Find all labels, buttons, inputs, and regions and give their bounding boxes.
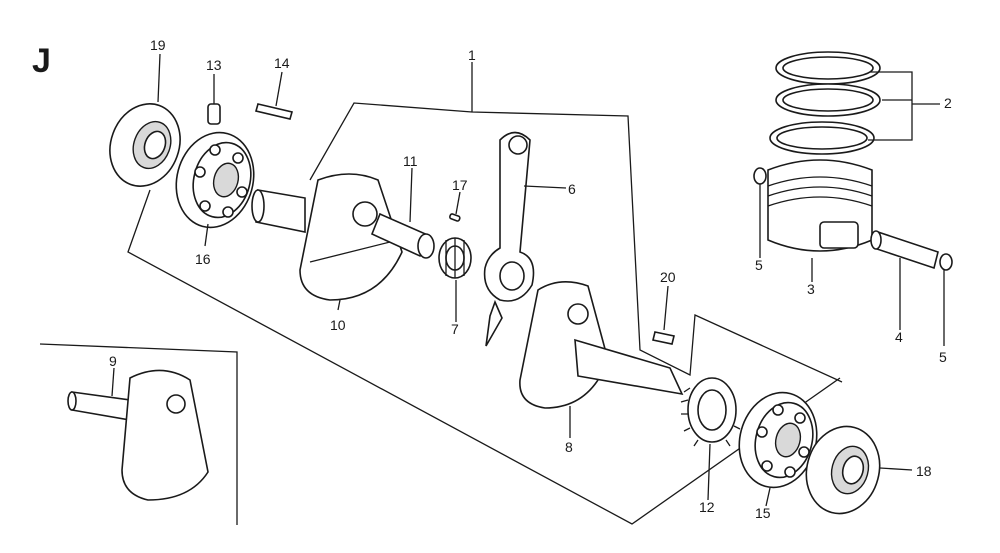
callout-3: 3 (807, 281, 815, 297)
callout-4: 4 (895, 329, 903, 345)
part-7-needle-bearing (438, 237, 472, 279)
assembly-bracket-1 (127, 62, 843, 525)
callout-11: 11 (403, 153, 418, 169)
callout-8: 8 (565, 439, 573, 455)
part-5-circlip-right (939, 253, 953, 271)
part-10-crank-half-left (251, 173, 403, 301)
section-letter: J (32, 42, 51, 80)
part-3-piston (767, 159, 873, 252)
part-8-crank-half-right (519, 281, 684, 409)
callout-5-right: 5 (939, 349, 947, 365)
part-19-seal-plate (109, 103, 181, 187)
part-11-crank-pin (370, 212, 435, 259)
callout-7: 7 (451, 321, 459, 337)
callout-19: 19 (150, 37, 166, 53)
callout-12: 12 (699, 499, 715, 515)
part-18-oil-seal (805, 425, 881, 515)
callout-2: 2 (944, 95, 952, 111)
callout-5-left: 5 (755, 257, 763, 273)
callout-6: 6 (568, 181, 576, 197)
callout-10: 10 (330, 317, 346, 333)
leader-lines (111, 53, 945, 507)
callout-17: 17 (452, 177, 468, 193)
part-9-crank-half-inset (67, 369, 209, 501)
part-4-piston-pin (870, 230, 939, 270)
part-12-timing-gear (680, 377, 741, 447)
callout-20: 20 (660, 269, 676, 285)
callout-18: 18 (916, 463, 932, 479)
part-14-key (255, 103, 293, 120)
inset-frame (39, 343, 238, 525)
part-16-ball-bearing (175, 131, 255, 229)
callout-15: 15 (755, 505, 771, 521)
callout-labels: 1 2 3 4 5 5 6 7 8 9 10 11 12 13 14 15 16… (109, 37, 952, 521)
part-15-ball-bearing (738, 391, 818, 489)
part-20-key (652, 331, 675, 345)
callout-1: 1 (468, 47, 476, 63)
callout-14: 14 (274, 55, 290, 71)
callout-16: 16 (195, 251, 211, 267)
callout-9: 9 (109, 353, 117, 369)
part-5-circlip-left (753, 167, 767, 185)
part-17-pin (449, 213, 461, 222)
part-13-dowel-pin (207, 103, 221, 125)
callout-13: 13 (206, 57, 222, 73)
part-2-piston-rings (769, 51, 940, 155)
part-6-connecting-rod (483, 131, 535, 347)
